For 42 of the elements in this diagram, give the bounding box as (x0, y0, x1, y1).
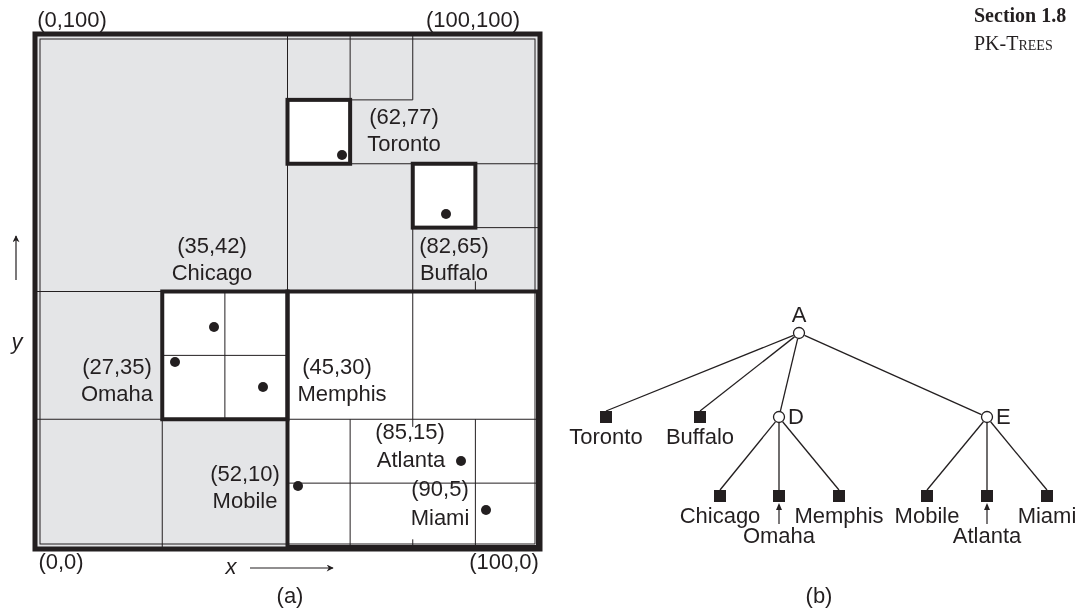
panel-label: (b) (805, 583, 833, 609)
map-label: Miami (410, 505, 470, 531)
map-label: (100,0) (469, 549, 539, 575)
map-label: (35,42) (177, 233, 247, 259)
map-label: (0,100) (37, 7, 107, 33)
map-label: (0,0) (38, 549, 84, 575)
map-label: (82,65) (419, 233, 489, 259)
map-label: Chicago (171, 260, 253, 286)
map-label: (85,15) (375, 419, 445, 445)
node-label: Buffalo (665, 424, 735, 450)
map-label: Omaha (80, 381, 154, 407)
tree-edge (719, 421, 777, 491)
panel-label: (a) (276, 583, 304, 609)
map-label: (27,35) (82, 354, 152, 380)
tree-edge (986, 422, 988, 491)
map-label: Toronto (367, 131, 441, 157)
section-heading: Section 1.8 (974, 3, 1067, 28)
node-label: Memphis (794, 503, 884, 528)
map-label: (62,77) (369, 104, 439, 130)
tree-edge (782, 421, 840, 491)
tree-edge (926, 421, 984, 491)
axis-label: x (225, 554, 237, 580)
map-label: Memphis (297, 381, 387, 407)
node-label: E (996, 404, 1011, 430)
map-label: (52,10) (210, 461, 280, 487)
tree-edge (699, 336, 796, 412)
map-label: (90,5) (411, 476, 469, 502)
map-label: (100,100) (425, 7, 521, 33)
tree-edge (779, 338, 799, 412)
tree-edge (990, 421, 1048, 491)
map-label: Atlanta (376, 447, 446, 473)
map-label: Buffalo (419, 260, 489, 286)
map-label: (45,30) (302, 354, 372, 380)
node-label: A (791, 302, 807, 328)
tree-edge (803, 334, 983, 416)
map-label: Mobile (212, 488, 278, 514)
axis-label: y (11, 329, 23, 355)
section-heading: PK-Trees (974, 31, 1053, 56)
tree-edge (605, 334, 795, 412)
tree-edge (778, 422, 780, 491)
node-label: D (788, 404, 804, 430)
node-label: Toronto (569, 424, 643, 450)
